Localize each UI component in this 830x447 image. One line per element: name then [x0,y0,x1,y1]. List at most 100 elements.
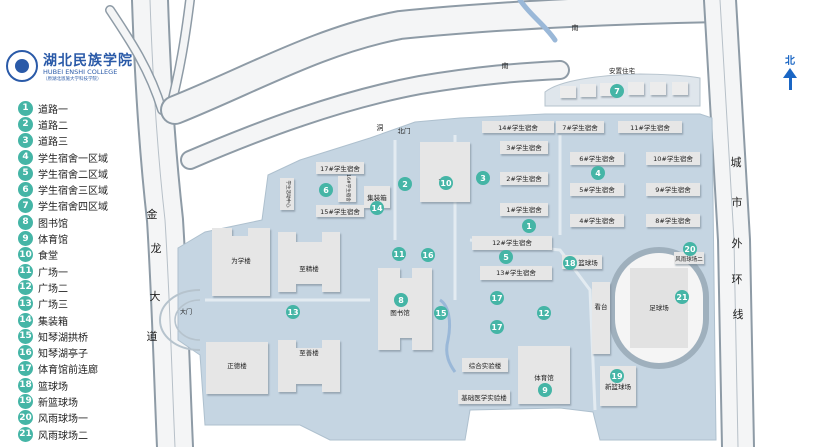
map-marker-number: 18 [564,259,576,268]
map-marker[interactable]: 2 [398,177,412,191]
map-marker-dot[interactable] [610,84,624,98]
map-marker[interactable]: 4 [591,166,605,180]
map-marker[interactable]: 16 [421,248,435,262]
map-marker-number: 12 [538,309,549,318]
road-beimen: 北门 [398,126,411,135]
map-marker[interactable]: 3 [476,171,490,185]
map-marker-number: 1 [526,222,532,231]
map-marker-number: 9 [542,386,548,395]
label-d16: 16#学生宿舍 [345,174,352,202]
map-marker[interactable]: 19 [610,369,624,383]
legend-label: 集装箱 [38,316,68,328]
map-marker[interactable]: 1 [522,219,536,233]
road-chengshi-1: 城 [731,156,742,169]
map-marker-dot[interactable] [610,369,624,383]
map-marker[interactable]: 17 [490,291,504,305]
map-marker-number: 10 [440,179,452,188]
map-marker-number: 14 [371,204,383,213]
legend-item: 15 知琴湖拱桥 [18,328,158,344]
legend-label: 知琴湖拱桥 [38,332,88,344]
map-marker-dot[interactable] [522,219,536,233]
map-marker[interactable]: 21 [675,290,689,304]
map-marker[interactable]: 9 [538,383,552,397]
map-marker-dot[interactable] [439,176,453,190]
legend-item: 1 道路一 [18,100,158,116]
legend-label: 风雨球场二 [38,430,88,442]
creek [517,0,558,43]
road-labels: 金 龙 大 道 城 市 外 环 线 南 南 洞 北门 大门 [147,23,744,343]
map-marker[interactable]: 20 [683,242,697,256]
map-marker-dot[interactable] [490,320,504,334]
map-marker[interactable]: 15 [434,306,448,320]
road-jinlong-2: 龙 [151,242,162,255]
legend-number: 10 [18,247,33,263]
map-marker-dot[interactable] [563,256,577,270]
legend-label: 学生宿舍一区域 [38,153,108,165]
map-marker-dot[interactable] [421,248,435,262]
legend-number: 9 [18,231,33,247]
map-marker-dot[interactable] [537,306,551,320]
label-zonghe: 综合实验楼 [469,361,502,370]
legend-number: 5 [18,165,33,181]
map-marker[interactable]: 13 [286,305,300,319]
road-chengshi-5: 线 [733,307,744,321]
map-marker[interactable]: 10 [439,176,453,190]
football-field [609,247,709,369]
map-marker[interactable]: 11 [392,247,406,261]
legend-number: 17 [18,361,33,377]
label-zhishan: 至善楼 [299,348,319,357]
map-marker-dot[interactable] [490,291,504,305]
map-marker-number: 5 [503,253,509,262]
north-arrow-icon: 北 [780,52,800,90]
map-marker-number: 20 [684,245,696,254]
legend-number: 13 [18,296,33,312]
legend-label: 学生宿舍四区域 [38,202,108,214]
map-marker[interactable]: 8 [394,293,408,307]
map-marker-dot[interactable] [370,201,384,215]
legend-label: 篮球场 [38,381,68,393]
map-marker-dot[interactable] [499,250,513,264]
legend-number: 1 [18,100,33,116]
label-d5: 5#学生宿舍 [579,185,615,194]
map-marker-dot[interactable] [434,306,448,320]
map-marker-dot[interactable] [683,242,697,256]
legend-label: 学生宿舍三区域 [38,186,108,198]
legend-number: 15 [18,328,33,344]
map-marker-dot[interactable] [476,171,490,185]
map-marker[interactable]: 14 [370,201,384,215]
legend-number: 6 [18,182,33,198]
label-small-bldg: 学生活动中心 [285,181,292,208]
map-marker-dot[interactable] [394,293,408,307]
map-marker[interactable]: 6 [319,183,333,197]
legend-number: 8 [18,214,33,230]
map-marker[interactable]: 5 [499,250,513,264]
map-marker-number: 16 [422,251,434,260]
label-d7: 7#学生宿舍 [562,123,598,132]
label-d9: 9#学生宿舍 [655,185,691,194]
map-marker-dot[interactable] [591,166,605,180]
map-marker[interactable]: 12 [537,306,551,320]
map-marker[interactable]: 18 [563,256,577,270]
legend-number: 4 [18,149,33,165]
map-marker[interactable]: 7 [610,84,624,98]
map-marker[interactable]: 17 [490,320,504,334]
road-chengshi-3: 外 [732,237,743,250]
map-marker-dot[interactable] [392,247,406,261]
label-football: 足球场 [649,303,669,312]
legend-label: 道路一 [38,104,68,116]
legend-label: 广场二 [38,283,68,295]
map-marker-dot[interactable] [319,183,333,197]
map-marker-dot[interactable] [675,290,689,304]
map-marker-dot[interactable] [538,383,552,397]
legend-number: 12 [18,279,33,295]
map-marker-dot[interactable] [398,177,412,191]
legend-number: 16 [18,345,33,361]
legend-label: 食堂 [38,251,58,263]
map-marker-dot[interactable] [286,305,300,319]
